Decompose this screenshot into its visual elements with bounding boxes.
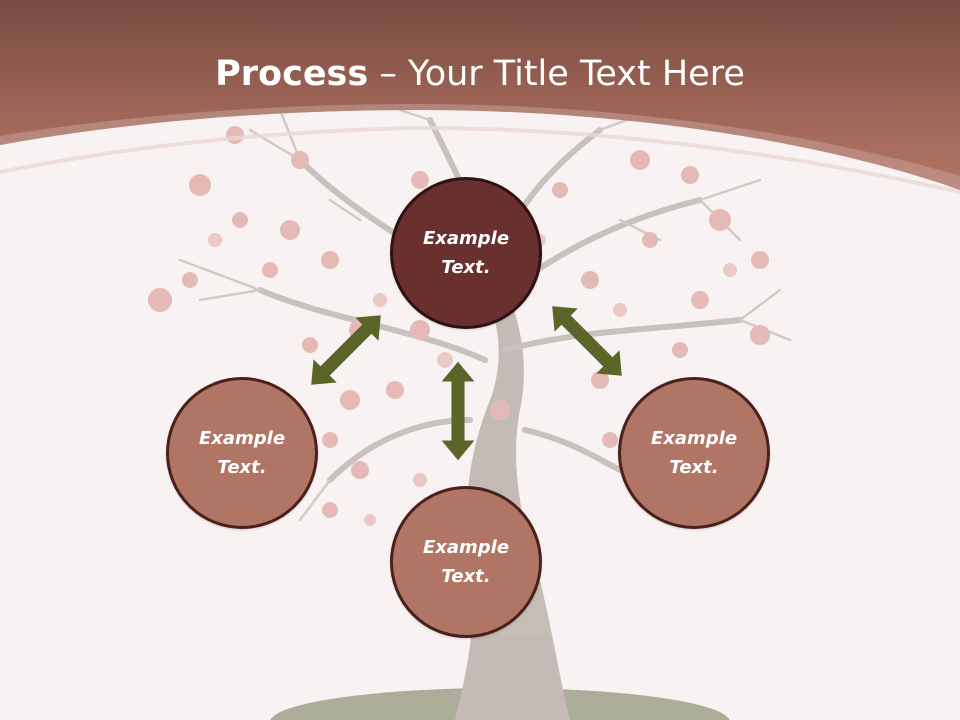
- node-bottom-line1: Example: [422, 537, 510, 558]
- page-title: Process – Your Title Text Here: [0, 52, 960, 96]
- node-top-line2: Text.: [441, 257, 491, 278]
- double-arrow-icon: [540, 294, 634, 388]
- title-bold: Process: [215, 54, 369, 94]
- node-left-line2: Text.: [217, 457, 267, 478]
- node-top-line1: Example: [422, 228, 510, 249]
- double-arrow-icon: [299, 303, 393, 397]
- double-arrow-icon: [441, 361, 475, 461]
- node-bottom-line2: Text.: [441, 566, 491, 587]
- node-right-line2: Text.: [669, 457, 719, 478]
- header-band: [0, 0, 960, 194]
- title-rest: – Your Title Text Here: [368, 54, 745, 94]
- node-left-line1: Example: [198, 428, 286, 449]
- node-right-line1: Example: [650, 428, 738, 449]
